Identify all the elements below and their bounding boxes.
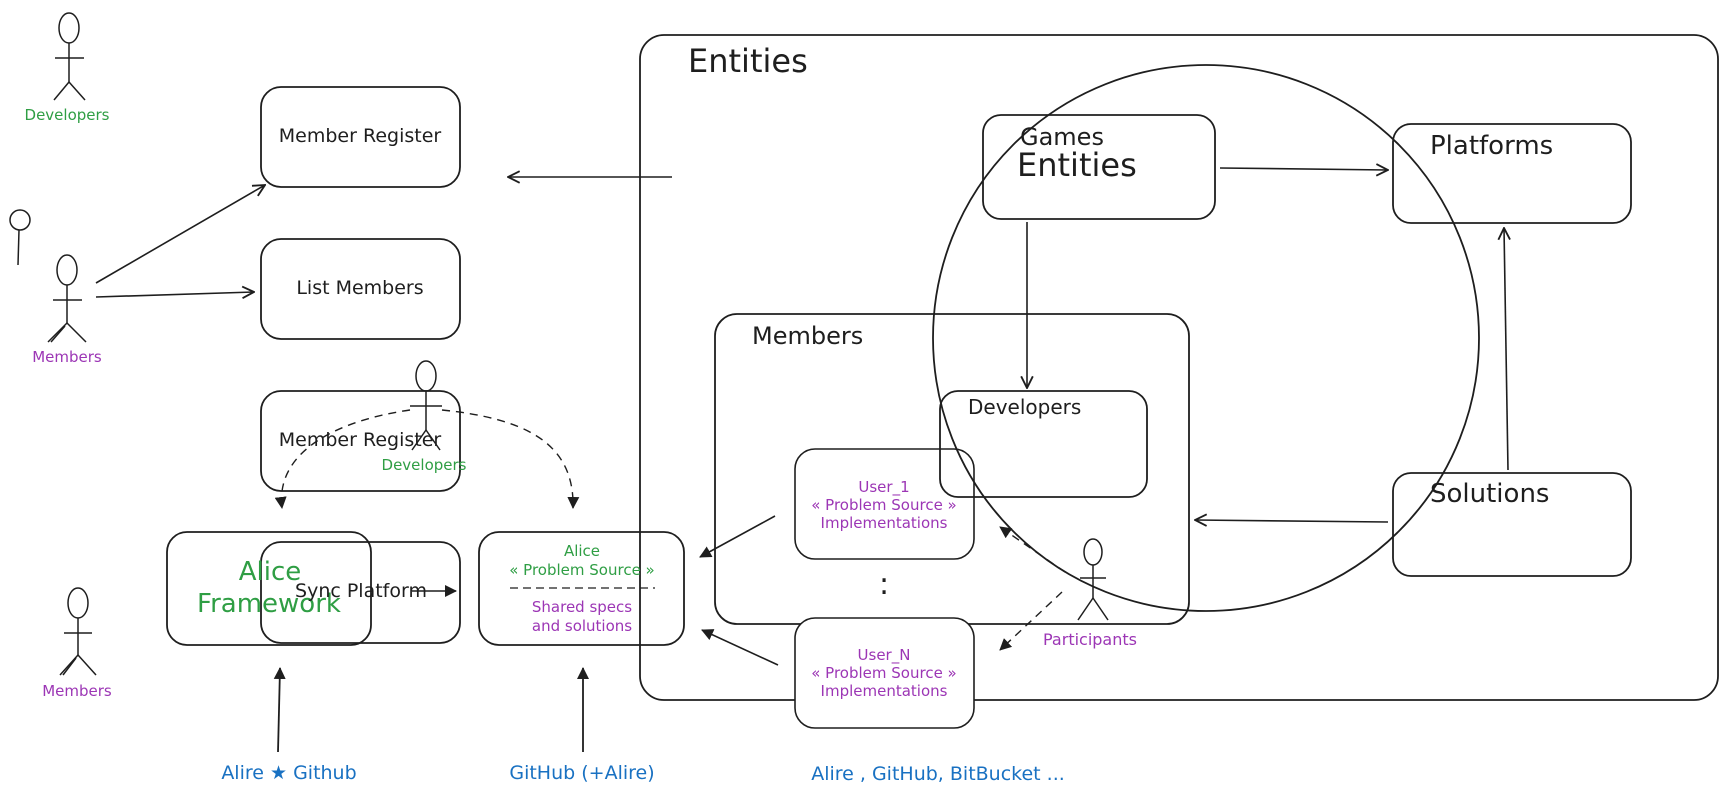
source-github-alire: GitHub (+Alire) [509, 762, 654, 784]
members-label-mid: Members [32, 348, 102, 366]
user-1-line3: Implementations [821, 514, 948, 532]
developers-box-label: Developers [968, 395, 1081, 419]
arrow-usern-to-alice-ps [701, 629, 779, 666]
developers-actor-top [53, 12, 86, 101]
alice-framework-box[interactable] [166, 531, 372, 646]
alice-ps-line1: Alice [564, 542, 600, 560]
arrow-user1-to-alice-ps [699, 515, 776, 558]
member-register-box-1[interactable] [260, 86, 461, 188]
developers-label-mid: Developers [382, 456, 467, 474]
members-actor-bottom [59, 587, 97, 676]
alice-framework-line1: Alice [239, 557, 302, 587]
sync-platform-label: Sync Platform [295, 580, 427, 602]
arrow-alire-github-up [273, 667, 286, 753]
entities-circle [932, 64, 1480, 612]
alice-ps-line4: and solutions [532, 617, 632, 635]
member-register-box-2[interactable] [260, 390, 461, 492]
user-n-line1: User_N [858, 646, 911, 665]
games-box[interactable] [982, 114, 1216, 220]
arrow-members-to-register [95, 185, 265, 284]
platforms-box[interactable] [1392, 123, 1632, 224]
members-actor-mid [47, 254, 87, 343]
list-members-box[interactable] [260, 238, 461, 340]
user-n-line3: Implementations [821, 682, 948, 700]
user-1-line2: « Problem Source » [811, 496, 957, 514]
entities-frame [639, 34, 1719, 701]
developers-label-top: Developers [25, 106, 110, 124]
alice-problem-source-box[interactable] [478, 531, 685, 646]
dashed-participants-to-usern [999, 591, 1063, 651]
alice-ps-line2: « Problem Source » [509, 561, 655, 579]
alice-framework-line2: Framework [197, 589, 341, 619]
arrow-solutions-to-platforms [1504, 228, 1508, 471]
members-label: Members [752, 322, 863, 350]
user-1-box[interactable] [794, 448, 975, 560]
dashed-developers-to-framework [274, 409, 411, 509]
members-label-bottom: Members [42, 682, 112, 700]
source-alire-github: Alire ★ Github [221, 762, 356, 784]
developers-actor-mid [410, 360, 442, 451]
member-register-label-2: Member Register [279, 429, 442, 451]
alice-ps-line3: Shared specs [532, 598, 632, 616]
source-alire-others: Alire , GitHub, BitBucket ... [811, 763, 1065, 785]
user-1-line1: User_1 [858, 478, 909, 497]
pin-icon [9, 209, 31, 266]
user-n-line2: « Problem Source » [811, 664, 957, 682]
solutions-box[interactable] [1392, 472, 1632, 577]
platforms-label: Platforms [1430, 131, 1553, 161]
participants-label: Participants [1043, 630, 1137, 649]
participants-actor [1077, 538, 1109, 621]
ellipsis-dots: : [879, 567, 889, 602]
arrow-solutions-to-members [1195, 520, 1389, 522]
arrow-members-to-list [95, 292, 254, 297]
user-n-box[interactable] [794, 617, 975, 729]
dashed-developers-to-problem-source [441, 409, 580, 509]
members-box[interactable] [714, 313, 1190, 625]
arrow-games-to-platforms [1219, 168, 1388, 170]
member-register-label-1: Member Register [279, 125, 442, 147]
list-members-label: List Members [296, 277, 423, 299]
entities-title: Entities [688, 42, 808, 80]
developers-box[interactable] [939, 390, 1148, 498]
games-entities-label: Entities [1017, 146, 1137, 184]
games-label: Games [1020, 123, 1104, 151]
solutions-label: Solutions [1430, 479, 1549, 509]
